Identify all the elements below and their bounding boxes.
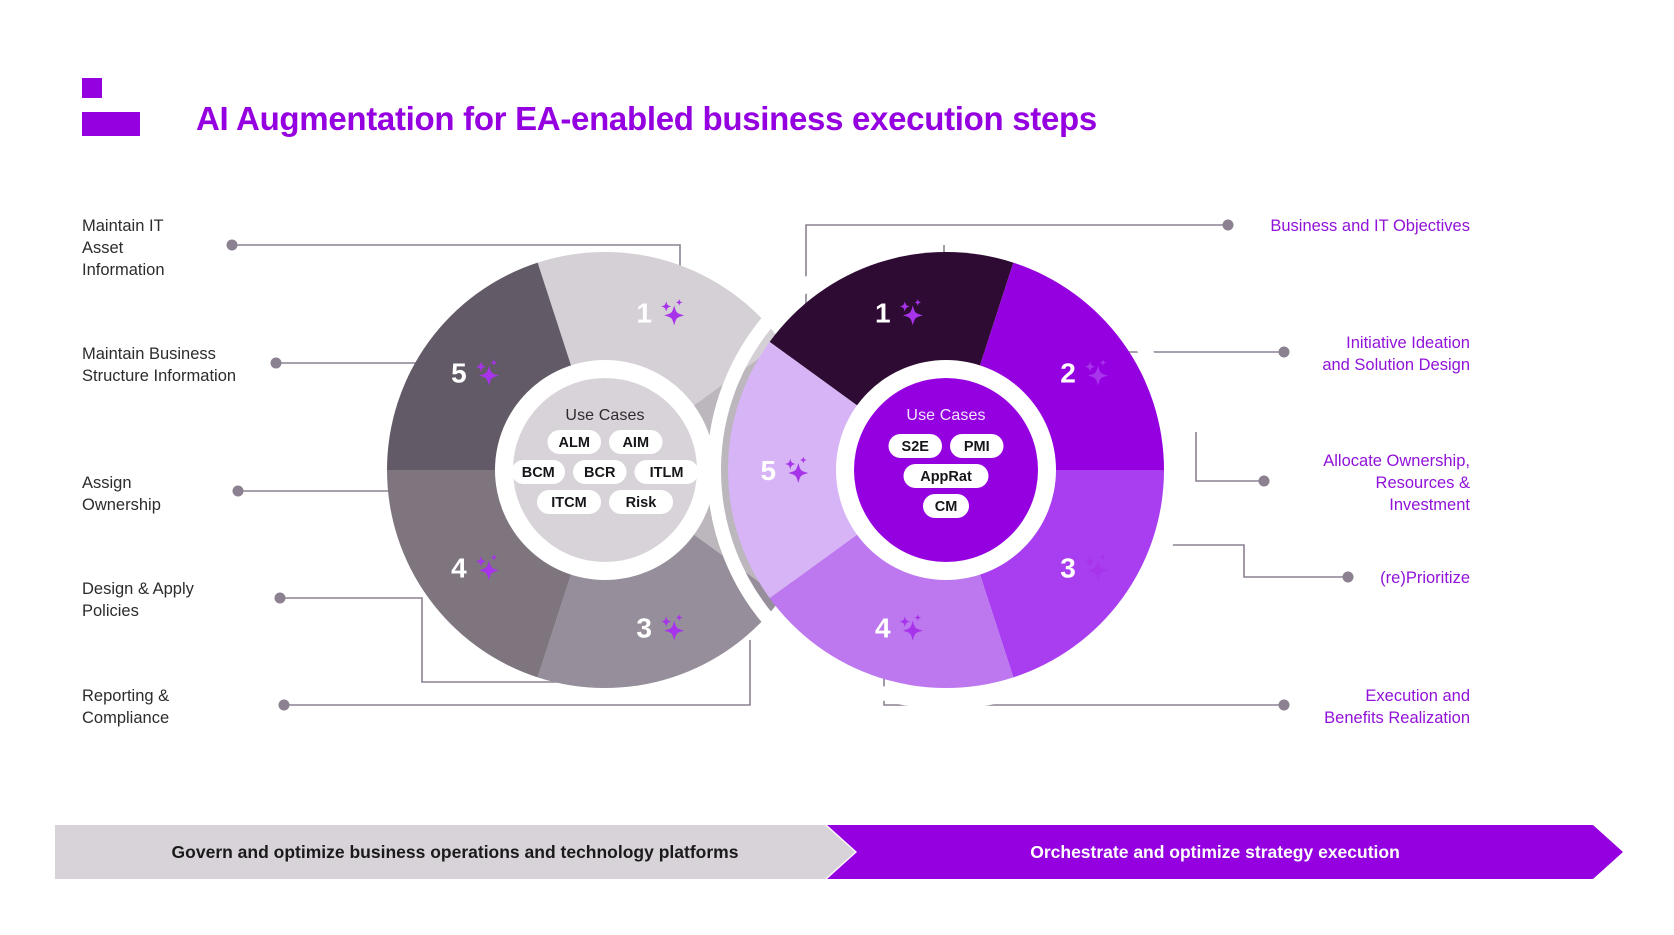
page-title: AI Augmentation for EA-enabled business … bbox=[196, 100, 1097, 137]
label-allocate-ownership: Allocate Ownership,Resources &Investment bbox=[1323, 452, 1470, 514]
banner-govern-shape bbox=[55, 825, 855, 879]
use-case-pill-label: ITLM bbox=[650, 465, 684, 481]
use-case-pill-label: ITCM bbox=[551, 495, 586, 511]
sparkle-icon bbox=[899, 614, 923, 641]
connector-dot bbox=[226, 239, 238, 251]
connector-dot bbox=[278, 699, 290, 711]
use-case-pill-label: ALM bbox=[559, 435, 590, 451]
use-case-pill-label: CM bbox=[935, 499, 958, 515]
sparkle-icon bbox=[899, 299, 923, 326]
label-business-and-it-objectives: Business and IT Objectives bbox=[1270, 217, 1470, 235]
use-case-pill-label: AIM bbox=[622, 435, 649, 451]
sparkle-icon bbox=[1084, 553, 1109, 581]
govern-segment-number-3: 3 bbox=[636, 613, 652, 644]
connector-dot bbox=[1222, 219, 1234, 231]
sparkle-icon bbox=[785, 456, 809, 483]
orchestrate-segment-number-5: 5 bbox=[761, 455, 777, 486]
bottom-banner: Govern and optimize business operations … bbox=[55, 825, 1623, 879]
banner-shapes bbox=[55, 825, 1623, 879]
orchestrate-segment-number-1: 1 bbox=[875, 297, 891, 328]
connector-dot bbox=[274, 592, 286, 604]
label-reporting-compliance: Reporting &Compliance bbox=[82, 687, 170, 727]
connector-dot bbox=[1278, 699, 1290, 711]
diagram-stage: Use Cases ALM AIM BCM BCR ITLM ITCM Risk 1 2 3 4 5… bbox=[82, 217, 1470, 727]
connector-dot bbox=[1258, 475, 1270, 487]
govern-segment-number-5: 5 bbox=[451, 358, 467, 389]
use-case-pill-label: AppRat bbox=[920, 469, 972, 485]
connector-dot bbox=[270, 357, 282, 369]
orchestrate-segment-number-2: 2 bbox=[1060, 358, 1076, 389]
right-use-cases-title: Use Cases bbox=[906, 407, 985, 424]
sparkle-icon bbox=[1084, 359, 1109, 386]
govern-segment-number-4: 4 bbox=[451, 552, 467, 583]
use-case-pill-label: Risk bbox=[626, 495, 658, 511]
connector-dot bbox=[1278, 346, 1290, 358]
brand-logo bbox=[82, 78, 140, 136]
orchestrate-segment-number-3: 3 bbox=[1060, 552, 1076, 583]
sparkle-icon bbox=[475, 359, 499, 386]
logo-square-wide-icon bbox=[82, 112, 140, 136]
use-case-pill-label: BCM bbox=[522, 465, 555, 481]
orchestrate-segment-number-4: 4 bbox=[875, 613, 891, 644]
sparkle-icon bbox=[660, 299, 685, 326]
donut-separation-ring bbox=[707, 231, 1185, 709]
sparkle-icon bbox=[475, 553, 499, 581]
banner-govern-label: Govern and optimize business operations … bbox=[171, 841, 739, 862]
use-case-pill-label: S2E bbox=[902, 439, 930, 455]
connector-dot bbox=[1342, 571, 1354, 583]
banner-orchestrate-label: Orchestrate and optimize strategy execut… bbox=[1030, 841, 1400, 862]
connector-dot bbox=[232, 485, 244, 497]
govern-segment-number-1: 1 bbox=[636, 297, 652, 328]
label-reprioritize: (re)Prioritize bbox=[1380, 569, 1470, 587]
sparkle-icon bbox=[660, 614, 685, 641]
use-case-pill-label: BCR bbox=[584, 465, 616, 481]
use-case-pill-label: PMI bbox=[964, 439, 990, 455]
banner-orchestrate-shape bbox=[827, 825, 1623, 879]
logo-square-small-icon bbox=[82, 78, 102, 98]
left-use-cases-title: Use Cases bbox=[565, 407, 644, 424]
